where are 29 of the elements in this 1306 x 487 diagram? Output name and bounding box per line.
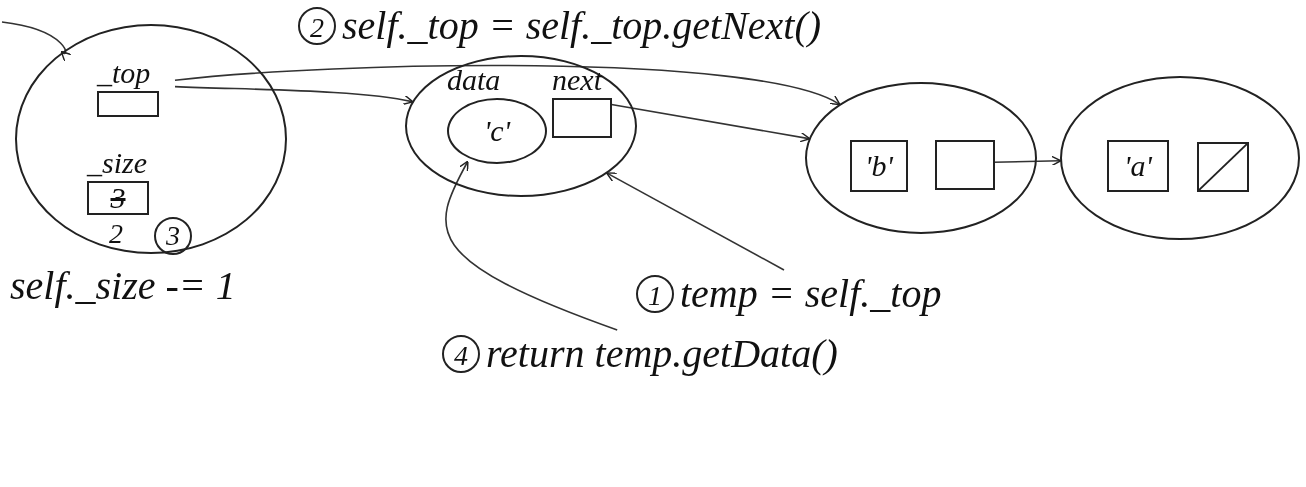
step-number: 4 bbox=[442, 334, 480, 373]
arrow bbox=[445, 160, 618, 331]
node-ellipse bbox=[15, 24, 287, 254]
arrow bbox=[605, 172, 785, 271]
arrow bbox=[174, 64, 841, 106]
code-text: temp = self._top bbox=[680, 271, 942, 316]
value-box: 'b' bbox=[850, 140, 908, 192]
field-label: _size bbox=[87, 147, 147, 179]
node-ellipse bbox=[405, 55, 637, 197]
arrow bbox=[1, 21, 72, 62]
field-value: 3 bbox=[110, 181, 126, 215]
corrected-value: 2 bbox=[109, 217, 123, 251]
arrow bbox=[174, 85, 414, 106]
field-label: data bbox=[447, 64, 501, 96]
step-number: 1 bbox=[636, 274, 674, 313]
node-ellipse bbox=[805, 82, 1037, 234]
pointer-box bbox=[935, 140, 995, 190]
code-text: self._size -= 1 bbox=[10, 262, 236, 309]
field-value: 'c' bbox=[483, 114, 511, 148]
code-text: self._top = self._top.getNext() bbox=[342, 3, 822, 48]
code-text: return temp.getData() bbox=[486, 331, 838, 376]
field-label: _top bbox=[97, 57, 151, 89]
step-number: 3 bbox=[154, 217, 192, 255]
value-box: 'a' bbox=[1107, 140, 1169, 192]
node-ellipse bbox=[1060, 76, 1300, 240]
step-number: 2 bbox=[298, 6, 336, 45]
pointer-box bbox=[1197, 142, 1249, 192]
arrow bbox=[992, 155, 1062, 167]
field-label: next bbox=[552, 64, 602, 96]
